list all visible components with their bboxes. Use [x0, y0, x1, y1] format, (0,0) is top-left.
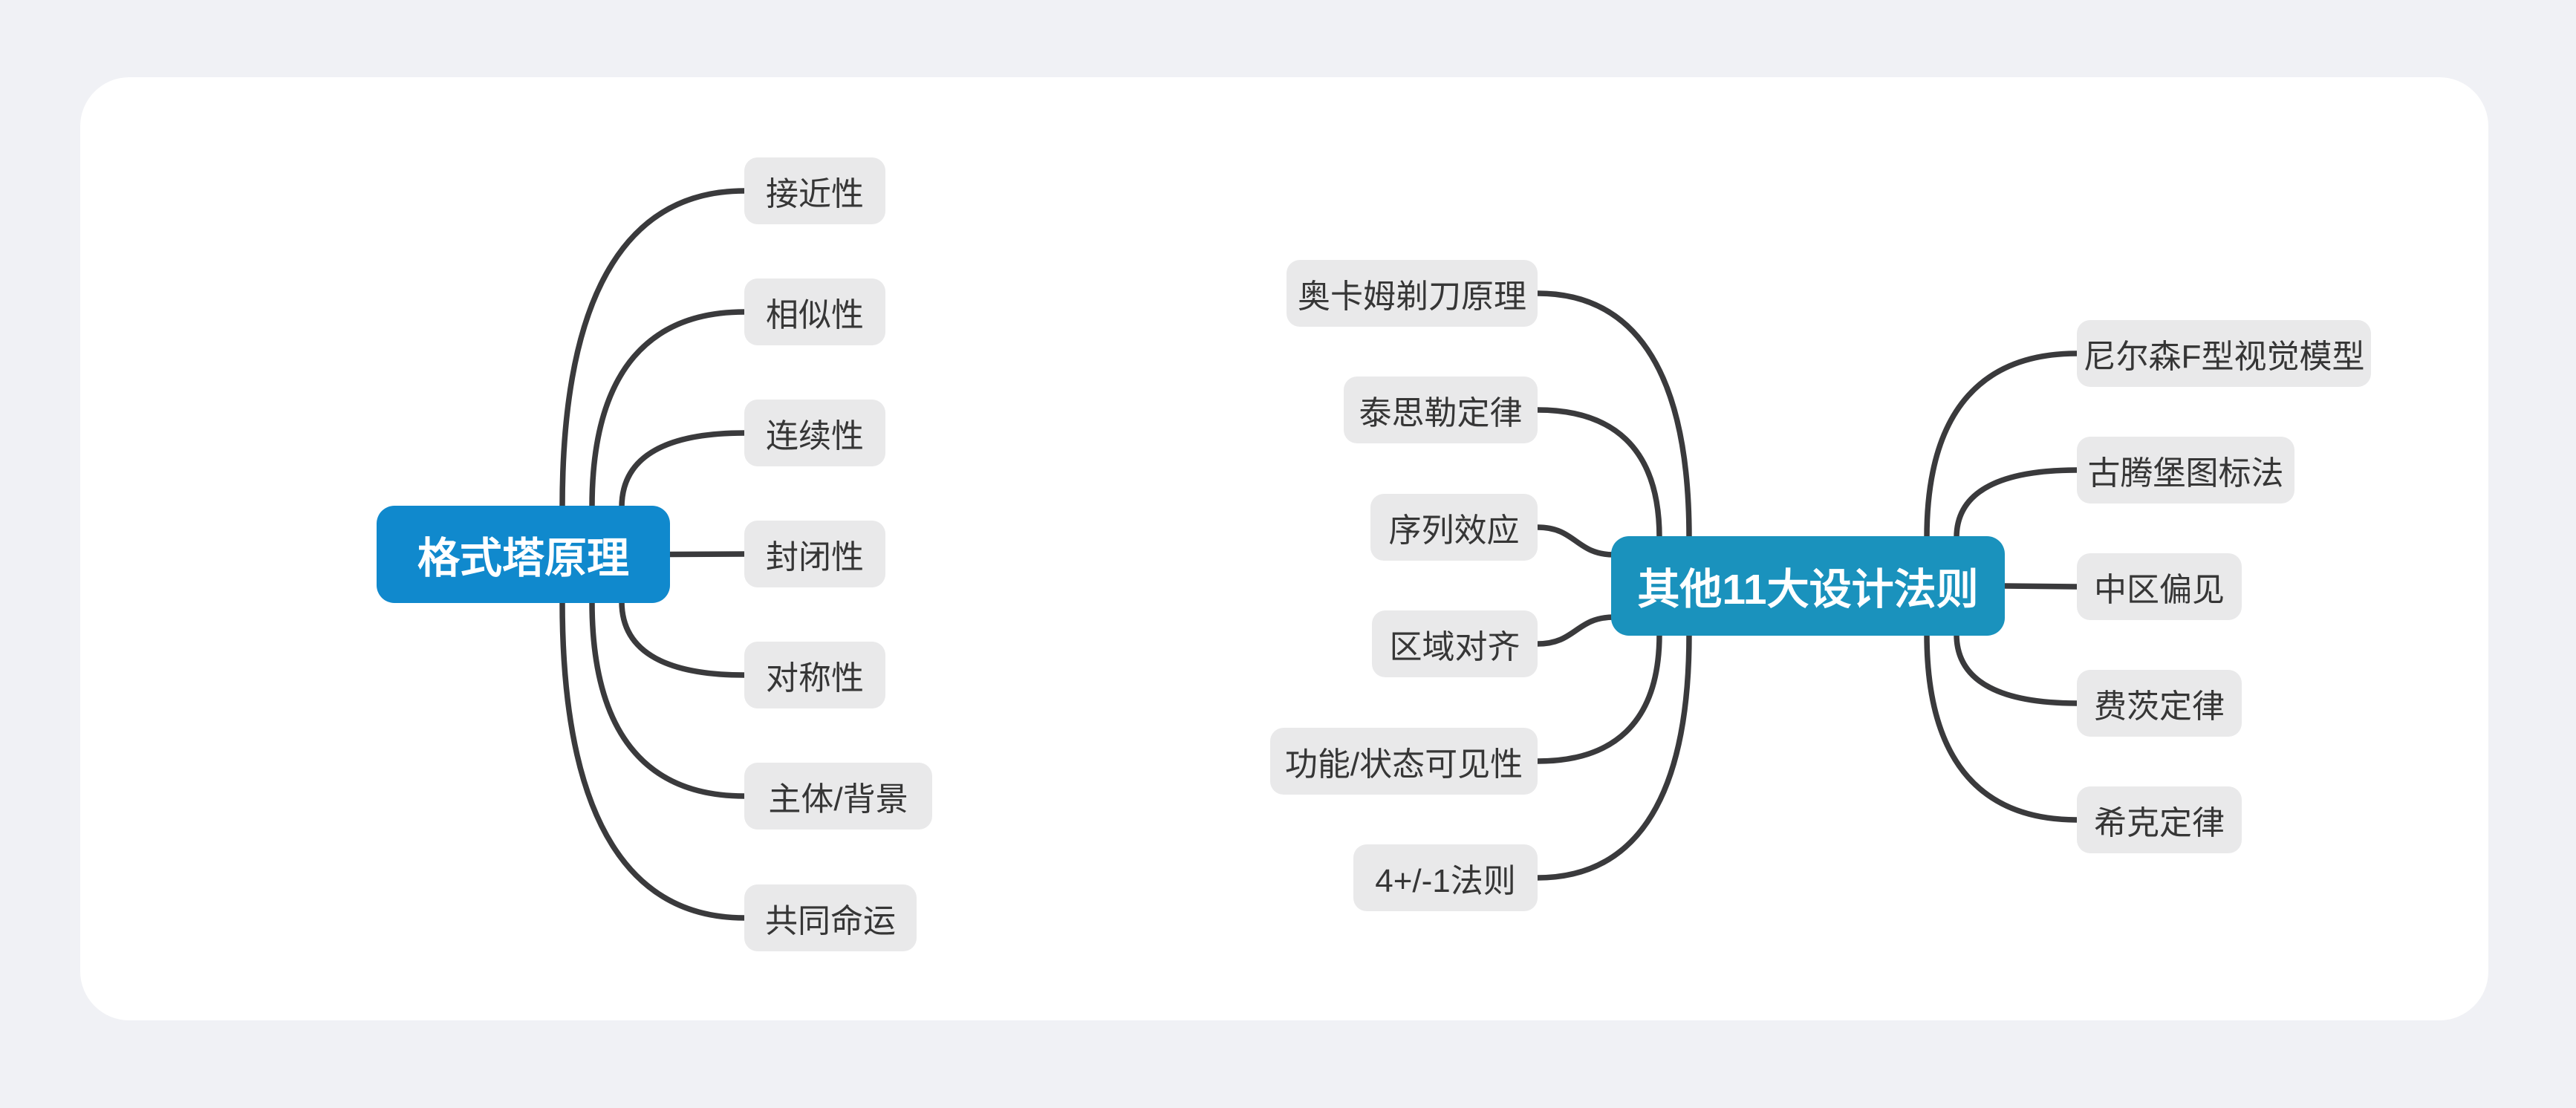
node-function-state-visibility[interactable]: 功能/状态可见性: [1270, 728, 1538, 795]
node-figure-ground[interactable]: 主体/背景: [744, 763, 932, 830]
node-fitts-law[interactable]: 费茨定律: [2077, 670, 2242, 737]
node-gestalt-root[interactable]: 格式塔原理: [377, 506, 670, 603]
node-4-plus-minus-1-rule[interactable]: 4+/-1法则: [1353, 844, 1538, 911]
node-center-stage-bias[interactable]: 中区偏见: [2077, 553, 2242, 620]
node-occams-razor[interactable]: 奥卡姆剃刀原理: [1287, 260, 1538, 327]
node-symmetry[interactable]: 对称性: [744, 642, 885, 708]
node-continuity[interactable]: 连续性: [744, 400, 885, 466]
node-proximity[interactable]: 接近性: [744, 157, 885, 224]
node-common-fate[interactable]: 共同命运: [744, 884, 917, 951]
node-hicks-law[interactable]: 希克定律: [2077, 786, 2242, 853]
node-area-alignment[interactable]: 区域对齐: [1372, 610, 1538, 677]
node-similarity[interactable]: 相似性: [744, 278, 885, 345]
node-serial-position-effect[interactable]: 序列效应: [1370, 494, 1538, 561]
node-other-laws-root[interactable]: 其他11大设计法则: [1611, 536, 2005, 636]
node-teslers-law[interactable]: 泰思勒定律: [1344, 377, 1538, 443]
node-closure[interactable]: 封闭性: [744, 521, 885, 587]
node-gutenberg-diagram[interactable]: 古腾堡图标法: [2077, 437, 2294, 504]
node-nielsen-f-pattern[interactable]: 尼尔森F型视觉模型: [2077, 320, 2371, 387]
